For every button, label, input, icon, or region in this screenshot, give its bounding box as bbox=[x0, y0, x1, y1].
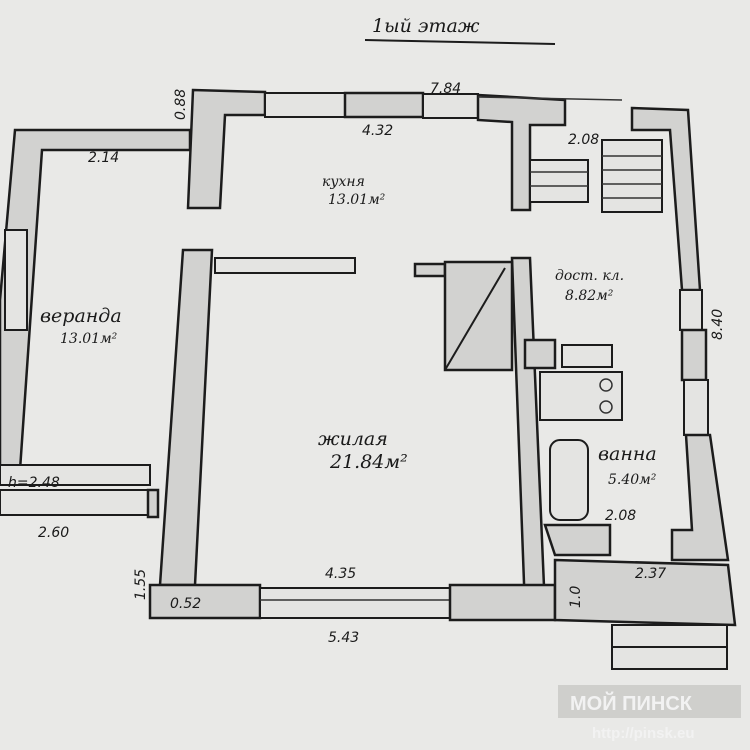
dim-veranda-bottom: 2.60 bbox=[38, 525, 69, 541]
room-area-veranda: 13.01м² bbox=[60, 331, 118, 347]
living-walls bbox=[148, 248, 557, 622]
dim-top-wall-thickness: 0.88 bbox=[173, 89, 189, 120]
dim-left-lower: 1.55 bbox=[133, 569, 149, 600]
room-area-hall: 8.82м² bbox=[565, 288, 614, 304]
stairs bbox=[529, 139, 663, 213]
title-underline bbox=[364, 39, 556, 45]
bathtub bbox=[549, 439, 589, 521]
room-name-veranda: веранда bbox=[40, 305, 122, 327]
dim-corner: 0.52 bbox=[170, 596, 201, 612]
dim-bottom-overall: 5.43 bbox=[328, 630, 359, 646]
room-area-bath: 5.40м² bbox=[608, 472, 657, 488]
dim-kitchen-width: 4.32 bbox=[362, 123, 393, 139]
dim-porch-depth: 1.0 bbox=[568, 586, 584, 608]
dim-right-overall: 8.40 bbox=[710, 309, 726, 340]
room-area-living: 21.84м² bbox=[329, 451, 408, 473]
top-wall bbox=[186, 88, 702, 292]
dim-hall-width: 2.08 bbox=[568, 132, 599, 148]
room-name-bath: ванна bbox=[598, 443, 657, 465]
chimney bbox=[523, 338, 557, 370]
dim-bath-width: 2.08 bbox=[605, 508, 636, 524]
dim-top-overall: 7.84 bbox=[430, 81, 461, 97]
dim-porch-width: 2.37 bbox=[635, 566, 666, 582]
porch-step bbox=[611, 624, 728, 648]
right-walls bbox=[523, 289, 737, 670]
room-name-hall: дост. кл. bbox=[555, 268, 624, 284]
watermark: МОЙ ПИНСК http://pinsk.eu bbox=[558, 685, 741, 742]
plan-title: 1ый этаж bbox=[372, 15, 480, 37]
watermark-url: http://pinsk.eu bbox=[592, 725, 695, 742]
room-name-kitchen: кухня bbox=[322, 174, 365, 190]
room-name-living: жилая bbox=[318, 428, 388, 450]
room-area-kitchen: 13.01м² bbox=[328, 192, 386, 208]
dim-veranda-width: 2.14 bbox=[88, 150, 119, 166]
stove bbox=[561, 344, 613, 368]
watermark-brand: МОЙ ПИНСК bbox=[570, 691, 693, 715]
veranda-walls bbox=[0, 128, 192, 519]
cooker bbox=[539, 371, 623, 421]
dim-living-width: 4.35 bbox=[325, 566, 356, 582]
dim-height: h=2.48 bbox=[8, 475, 60, 491]
